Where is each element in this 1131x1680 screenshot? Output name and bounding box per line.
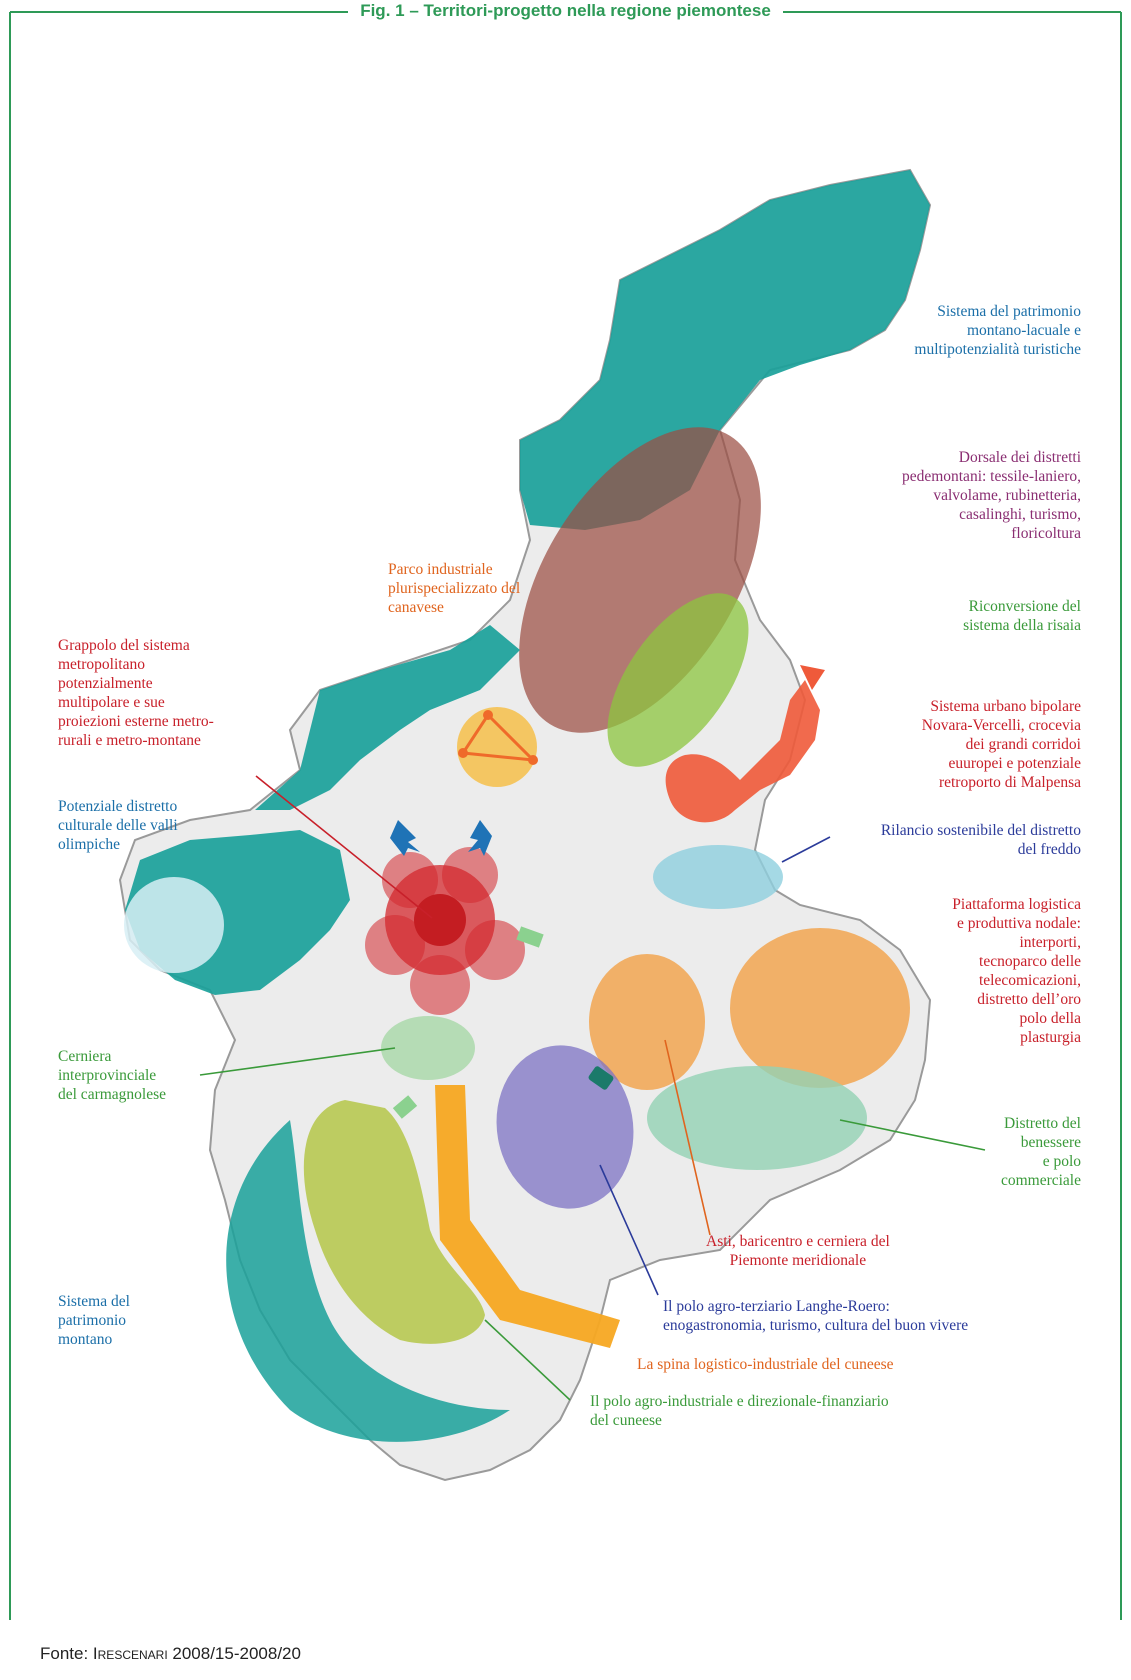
- parco-node-a: [483, 710, 493, 720]
- leader-freddo: [781, 836, 831, 863]
- figure-title: Fig. 1 – Territori-progetto nella region…: [0, 0, 1131, 22]
- label-montano: Sistema del patrimonio montano: [58, 1293, 130, 1348]
- label-dorsale: Dorsale dei distretti pedemontani: tessi…: [901, 449, 1081, 542]
- label-carmagnolese: Cerniera interprovinciale del carmagnole…: [58, 1048, 167, 1103]
- marker-dark-green: [588, 1066, 614, 1090]
- label-risaia: Riconversione del sistema della risaia: [963, 598, 1081, 634]
- zone-novara-vercelli: [665, 680, 820, 823]
- zone-canavese-mountains: [255, 625, 520, 810]
- leader-grappolo: [255, 775, 433, 919]
- label-agro-industriale: Il polo agro-industriale e direzionale-f…: [590, 1393, 889, 1429]
- leader-agro-industriale: [484, 1319, 571, 1401]
- label-benessere: Distretto del benessere e polo commercia…: [1000, 1115, 1081, 1189]
- label-langhe-roero: Il polo agro-terziario Langhe-Roero: eno…: [663, 1298, 969, 1334]
- label-spina-logistica: La spina logistico-industriale del cunee…: [637, 1356, 894, 1373]
- source-note: Fonte: Irescenari 2008/15-2008/20: [40, 1644, 301, 1663]
- leader-langhe-roero: [599, 1164, 659, 1296]
- label-valli-olimpiche: Potenziale distretto culturale delle val…: [58, 798, 178, 853]
- arrow-green-south: [392, 1095, 418, 1119]
- zone-spina-logistica: [435, 1085, 620, 1348]
- leader-carmagnolese: [199, 1047, 396, 1076]
- label-grappolo: Grappolo del sistema metropolitano poten…: [58, 637, 214, 749]
- label-montano-lacuale: Sistema del patrimonio montano-lacuale e…: [914, 303, 1081, 358]
- zone-grappolo-metropolitano: [365, 847, 525, 1015]
- zone-carmagnolese: [381, 1016, 475, 1080]
- label-asti: Asti, baricentro e cerniera del Piemonte…: [706, 1233, 890, 1269]
- zone-montano-crescent: [226, 1120, 510, 1442]
- label-parco-industriale: Parco industriale plurispecializzato del…: [388, 561, 521, 616]
- label-piattaforma: Piattaforma logistica e produttiva nodal…: [952, 896, 1081, 1046]
- parco-node-b: [528, 755, 538, 765]
- malpensa-arrow: [800, 665, 825, 690]
- arrow-blue-right: [468, 820, 492, 856]
- label-freddo: Rilancio sostenibile del distretto del f…: [880, 822, 1081, 858]
- leader-benessere: [839, 1119, 986, 1151]
- zone-freddo: [653, 845, 783, 909]
- zone-piattaforma-logistica: [730, 928, 910, 1088]
- arrow-green-east: [516, 926, 544, 948]
- zone-valli-olimpiche-circle: [124, 877, 224, 973]
- parco-triangle: [460, 712, 538, 762]
- label-novara-vercelli: Sistema urbano bipolare Novara-Vercelli,…: [921, 698, 1081, 791]
- leader-asti: [664, 1039, 711, 1236]
- zone-agro-industriale: [303, 1100, 485, 1344]
- parco-node-c: [458, 748, 468, 758]
- zone-benessere: [647, 1066, 867, 1170]
- zone-parco-industriale: [457, 707, 537, 787]
- zone-risaia: [607, 593, 749, 767]
- arrow-blue-left: [390, 820, 420, 856]
- zone-asti: [589, 954, 705, 1090]
- zone-montano-lacuale: [520, 170, 930, 530]
